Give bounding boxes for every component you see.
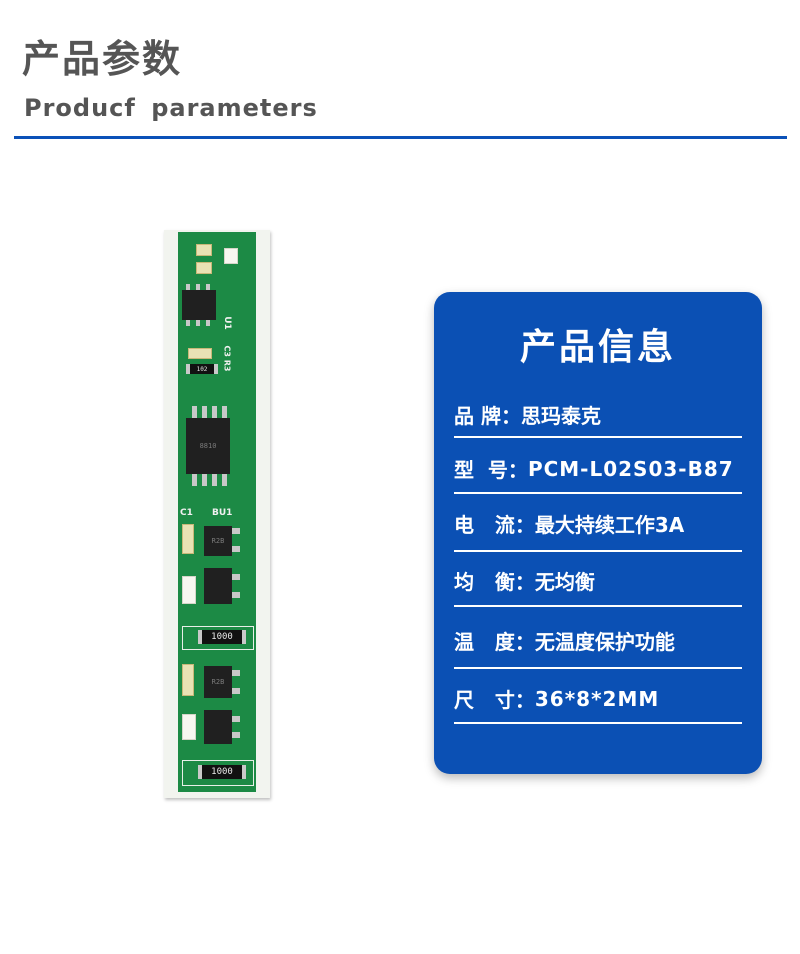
pcb-board (178, 232, 256, 792)
row-value: 36*8*2MM (534, 686, 660, 711)
row-value: 无均衡 (534, 570, 595, 594)
info-row-temperature: 温 度： 无温度保护功能 (454, 626, 742, 655)
row-value: 最大持续工作3A (534, 513, 685, 537)
ic-chip-u1 (182, 290, 216, 320)
info-row-current: 电 流： 最大持续工作3A (454, 509, 742, 538)
silk-label-u1: U1 (221, 316, 232, 330)
info-row-size: 尺 寸： 36*8*2MM (454, 684, 742, 713)
page-subtitle: Producf parameters (24, 94, 318, 122)
row-label: 电 流： (454, 513, 535, 537)
resistor-1000-b: 1000 (198, 765, 246, 779)
row-value: 思玛泰克 (520, 404, 601, 428)
row-label: 温 度： (454, 630, 535, 654)
info-row-model: 型 号： PCM-L02S03-B87 (454, 454, 742, 483)
capacitor-pad (196, 244, 212, 256)
resistor-outline (182, 760, 254, 786)
row-label: 尺 寸： (454, 688, 535, 712)
page-title: 产品参数 (22, 37, 183, 81)
resistor-r3: 102 (186, 364, 218, 374)
row-label: 型 号： (454, 458, 528, 482)
card-title: 产品信息 (519, 327, 676, 368)
resistor-r2 (182, 576, 196, 604)
capacitor-pad (196, 262, 212, 274)
resistor-pad (182, 714, 196, 740)
row-divider (454, 550, 742, 552)
row-divider (454, 605, 742, 607)
ic-chip-4 (204, 710, 232, 744)
ic-chip-3: R2B (204, 666, 232, 698)
silk-label-c3r3: C3 R3 (222, 345, 232, 372)
resistor-1000-a: 1000 (198, 630, 246, 644)
product-info-card: 产品信息 品 牌： 思玛泰克 型 号： PCM-L02S03-B87 电 流： … (434, 292, 762, 774)
info-row-balance: 均 衡： 无均衡 (454, 566, 742, 595)
silk-label-bu1: BU1 (212, 508, 233, 518)
header-divider (14, 136, 787, 139)
row-value: 无温度保护功能 (534, 630, 675, 654)
info-row-brand: 品 牌： 思玛泰克 (454, 400, 742, 429)
row-label: 均 衡： (454, 570, 535, 594)
row-value: PCM-L02S03-B87 (527, 456, 734, 481)
capacitor-c3 (188, 348, 212, 359)
row-divider (454, 492, 742, 494)
row-divider (454, 667, 742, 669)
silk-label-c1: C1 (180, 508, 193, 518)
resistor-outline (182, 626, 254, 650)
mosfet-chip: 8810 (186, 418, 230, 474)
capacitor-c1 (182, 524, 194, 554)
solder-pad (224, 248, 238, 264)
row-divider (454, 436, 742, 438)
product-image-pcb: U1 C3 R3 102 8810 C1 BU1 R2B 1000 R2B 10… (158, 228, 276, 803)
ic-chip-2 (204, 568, 232, 604)
capacitor-c2 (182, 664, 194, 696)
row-label: 品 牌： (454, 404, 521, 428)
row-divider (454, 722, 742, 724)
ic-chip-1: R2B (204, 526, 232, 556)
